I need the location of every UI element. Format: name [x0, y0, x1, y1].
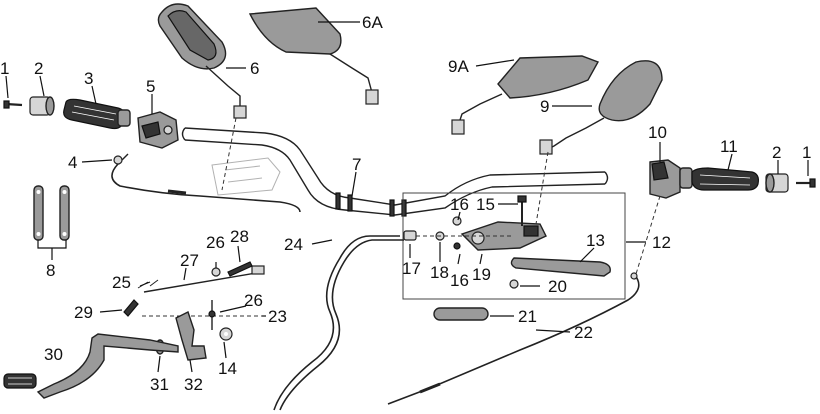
end-bolt-right [796, 178, 816, 188]
brake-pedal-30 [3, 333, 179, 399]
callout-2-right: 2 [772, 143, 781, 162]
callout-12: 12 [652, 233, 671, 252]
callout-26-bottom: 26 [244, 291, 263, 310]
clutch-cable-left [111, 163, 301, 213]
washer-26a [211, 267, 221, 277]
callout-7: 7 [352, 155, 361, 174]
callout-11: 11 [720, 137, 738, 156]
callout-18: 18 [430, 263, 449, 282]
callout-1-left: 1 [0, 59, 9, 78]
callout-8: 8 [46, 261, 55, 280]
callout-22: 22 [574, 323, 593, 342]
spring-28 [227, 261, 253, 277]
throttle-cable-24 [273, 235, 404, 411]
end-bolt-left [3, 100, 23, 109]
callout-20: 20 [548, 277, 567, 296]
callout-28: 28 [230, 227, 249, 246]
switch-housing-left [137, 111, 179, 149]
callout-23: 23 [268, 307, 287, 326]
callout-9a: 9A [448, 57, 469, 76]
callout-labels: 1 2 3 4 5 6 6A 7 8 9 9A 10 11 2 1 12 13 … [0, 13, 811, 394]
nut-20 [509, 279, 519, 289]
spring-25 [137, 279, 159, 289]
callout-19: 19 [472, 265, 491, 284]
callout-5: 5 [146, 77, 155, 96]
callout-21: 21 [518, 307, 537, 326]
cable-adjuster-4 [113, 153, 129, 165]
callout-6: 6 [250, 59, 259, 78]
rod-27 [143, 265, 265, 293]
pin-23-washer-26b [142, 300, 262, 330]
washer-14 [219, 327, 233, 341]
callout-17: 17 [402, 259, 421, 278]
callout-6a: 6A [362, 13, 383, 32]
callout-2-left: 2 [34, 59, 43, 78]
bolt-15 [517, 195, 527, 226]
mirror-9a [451, 55, 600, 135]
callout-32: 32 [184, 375, 203, 394]
callout-13: 13 [586, 231, 605, 250]
callout-25: 25 [112, 273, 131, 292]
bar-end-weight-left [29, 96, 55, 116]
pin-17 [403, 230, 417, 241]
handlebar-clamp [211, 157, 281, 196]
grip-left [63, 98, 131, 130]
callout-24: 24 [284, 235, 303, 254]
switch-housing-right-10 [649, 159, 681, 199]
mirror-left-6 [157, 3, 247, 119]
leader-lines [5, 67, 809, 373]
cable-22 [387, 272, 640, 405]
callout-15: 15 [476, 195, 495, 214]
spring-29 [123, 299, 139, 317]
callout-9: 9 [540, 97, 549, 116]
lever-arm-32 [175, 311, 207, 361]
callout-16-top: 16 [450, 195, 469, 214]
callout-27: 27 [180, 251, 199, 270]
callout-14: 14 [218, 359, 237, 378]
callout-30: 30 [44, 345, 63, 364]
callout-4: 4 [68, 153, 77, 172]
mirror-9 [539, 60, 663, 155]
callout-10: 10 [648, 123, 667, 142]
callout-3: 3 [84, 69, 93, 88]
assembly-box-12 [402, 192, 626, 300]
callout-1-right: 1 [802, 143, 811, 162]
brake-lever-13 [510, 257, 611, 277]
callout-29: 29 [74, 303, 93, 322]
bar-end-weight-right [765, 173, 789, 193]
grip-right-11 [679, 167, 759, 191]
callout-26-top: 26 [206, 233, 225, 252]
sleeve-21 [433, 307, 489, 321]
callout-31: 31 [150, 375, 169, 394]
handlebar [181, 127, 609, 217]
bracket-pair-8 [33, 185, 70, 260]
callout-16-bottom: 16 [450, 271, 469, 290]
mirror-6a [248, 7, 379, 105]
